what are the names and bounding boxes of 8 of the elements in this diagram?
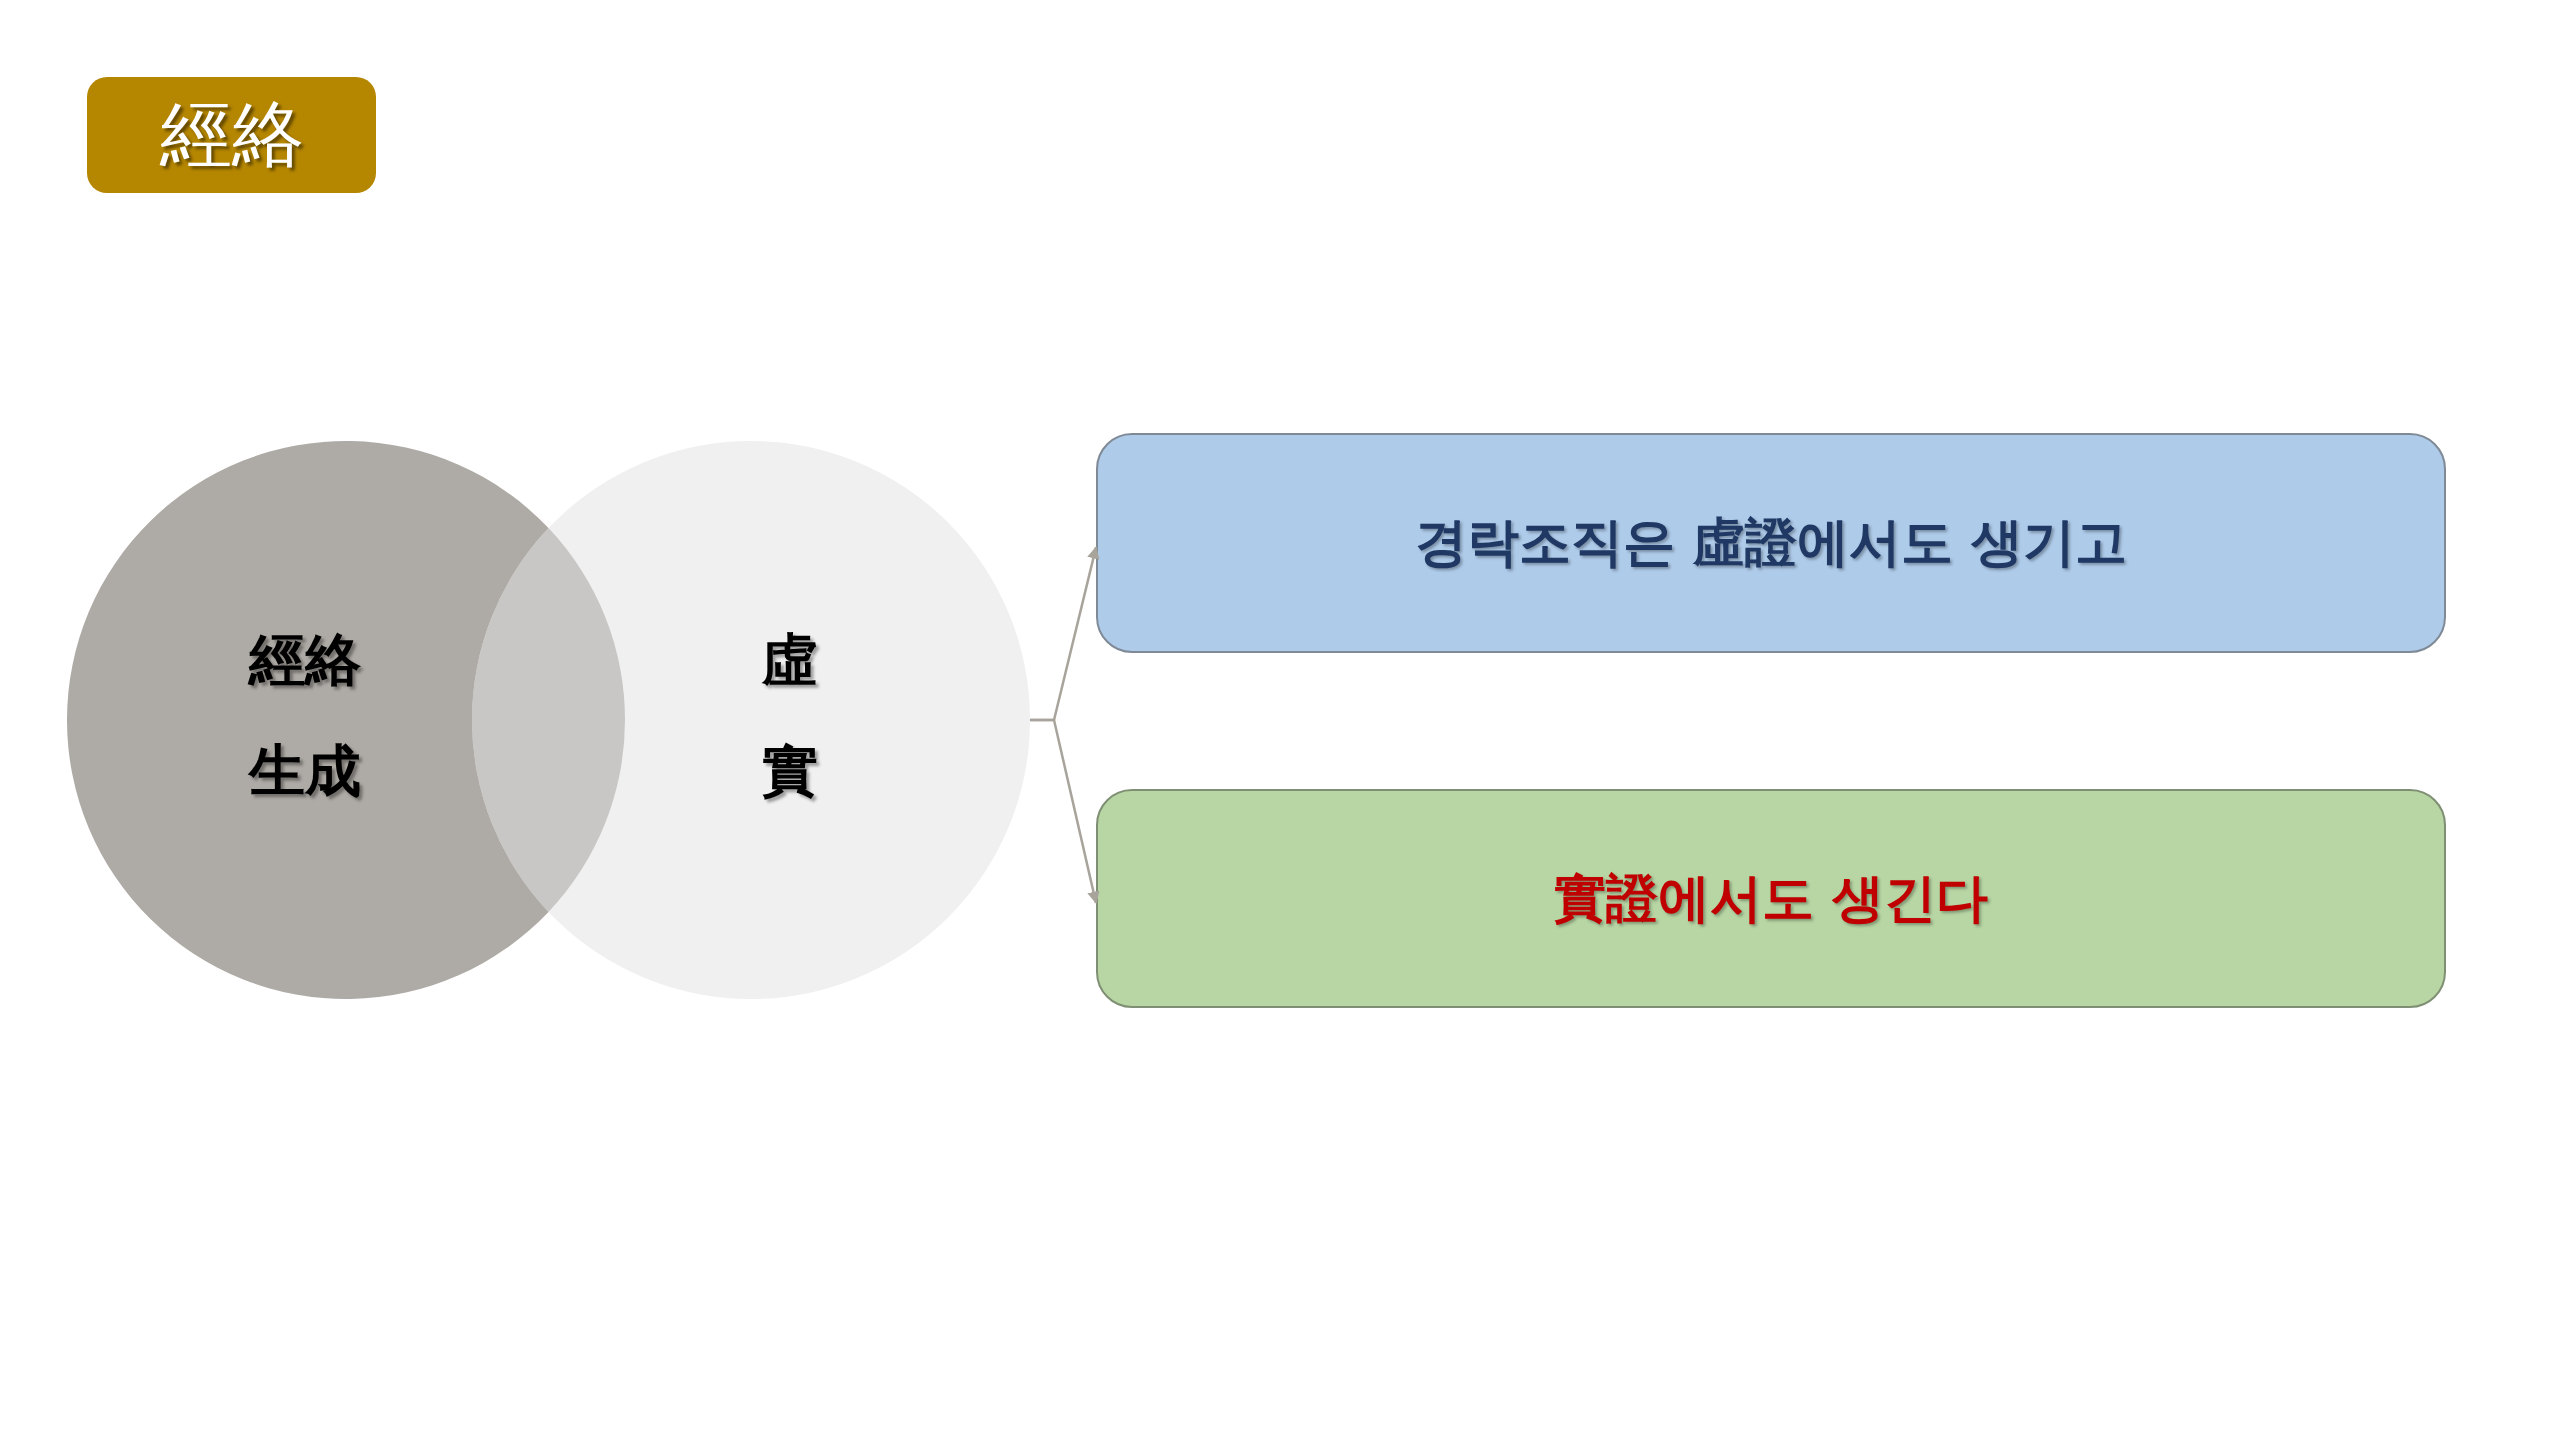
circle-label: 生成 (249, 736, 361, 805)
circle-label: 實 (762, 736, 818, 805)
text-box: 實證에서도 생긴다 (1096, 789, 2446, 1008)
text-box: 경락조직은 虛證에서도 생기고 (1096, 433, 2446, 653)
title-box: 經絡 (87, 77, 376, 193)
arrow (1030, 718, 1100, 905)
circle-label: 虛 (762, 625, 818, 694)
circle-label: 經絡 (249, 625, 361, 694)
